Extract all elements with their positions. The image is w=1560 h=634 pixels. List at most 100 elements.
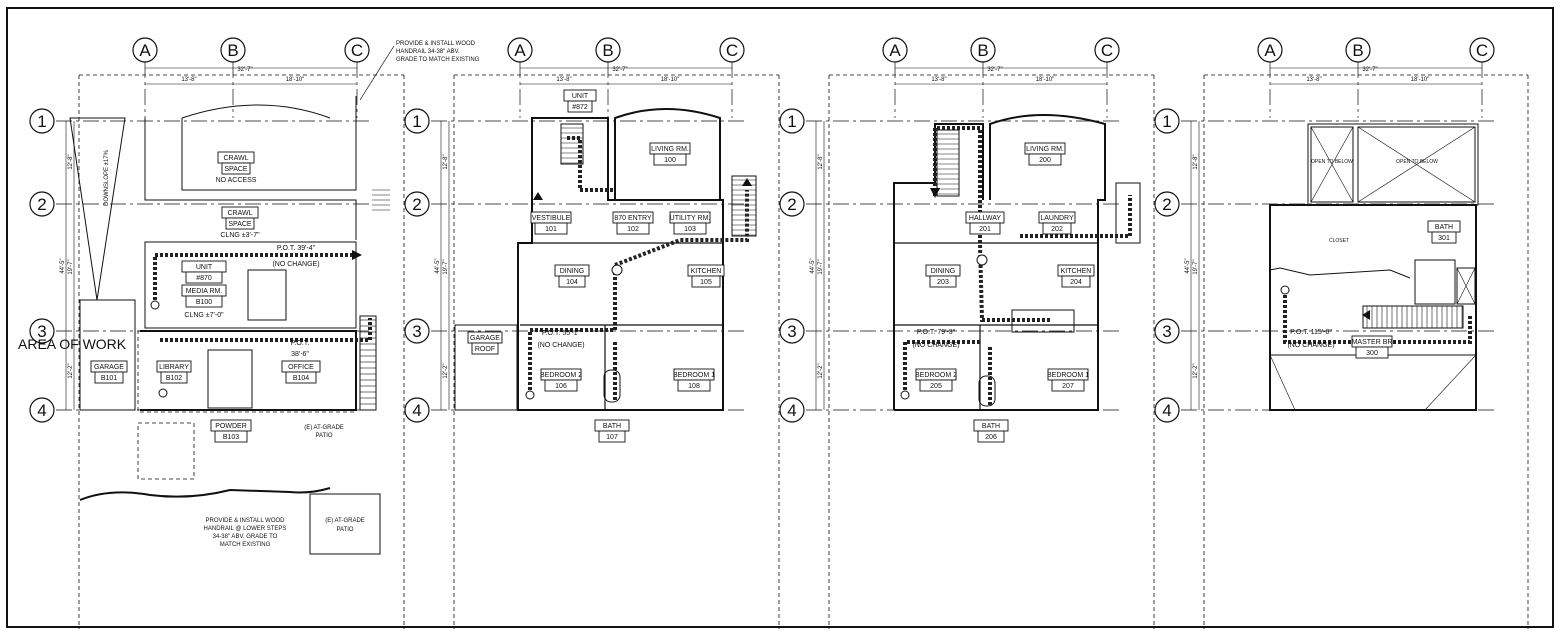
note-handrail-bottom: HANDRAIL @ LOWER STEPS — [204, 526, 287, 532]
grid-bubble-1 — [779, 108, 805, 134]
room-bedroom-207-number: 207 — [1062, 383, 1074, 390]
grid-bubble-A — [507, 37, 533, 63]
note-patio-2: PATIO — [336, 527, 353, 533]
room-bath-206-number-box — [977, 430, 1005, 443]
route-arrow — [1362, 310, 1370, 320]
note-leader — [359, 45, 395, 101]
room-bath-301-number: 301 — [1438, 235, 1450, 242]
room-unit-870-name: UNIT — [196, 264, 213, 271]
pot-basement-2-level: 38'-6" — [291, 351, 309, 358]
note-downslope: DOWNSLOPE ±17% — [104, 149, 110, 206]
room-garage-b101-number-box — [94, 371, 124, 384]
room-bedroom-106-name: BEDROOM 2 — [540, 372, 582, 379]
room-kitchen-105-number-box — [691, 275, 721, 288]
stair — [1362, 305, 1464, 329]
grid-letter-B: B — [602, 41, 613, 60]
grid-letter-B: B — [227, 41, 238, 60]
room-bedroom-207-name: BEDROOM 1 — [1047, 372, 1089, 379]
room-870-entry-number-box — [616, 222, 650, 235]
room-dining-104-name: DINING — [560, 268, 585, 275]
grade-line — [79, 487, 331, 501]
room-unit-872-number-box — [567, 100, 593, 113]
route-start — [900, 390, 910, 400]
grid-bubble-A — [882, 37, 908, 63]
grid-number-4: 4 — [412, 401, 421, 420]
bathtub — [603, 369, 621, 403]
grid-bubble-C — [344, 37, 370, 63]
room-bedroom-207-number-box — [1051, 379, 1085, 392]
room-kitchen-105-number: 105 — [700, 279, 712, 286]
dim-bay-ab: 13'-8" — [931, 77, 946, 83]
dim-overall-width: 32'-7" — [612, 67, 627, 73]
room-bedroom-106-number: 106 — [555, 383, 567, 390]
open-below-left — [1310, 126, 1354, 203]
room-bedroom-205-number: 205 — [930, 383, 942, 390]
grid-bubble-2 — [29, 191, 55, 217]
route-start — [525, 390, 535, 400]
dim-bay-ab: 13'-8" — [556, 77, 571, 83]
room-master-br-name: MASTER BR — [1352, 339, 1393, 346]
grid-number-3: 3 — [37, 322, 46, 341]
dim-overall-depth: 44'-5" — [810, 258, 816, 273]
room-laundry-number-box — [1042, 222, 1072, 235]
column — [611, 264, 623, 276]
bath-fixtures — [1414, 259, 1456, 305]
room-living-200-number: 200 — [1039, 157, 1051, 164]
grid-number-4: 4 — [1162, 401, 1171, 420]
dim-bay-12: 12'-8" — [1193, 154, 1199, 169]
grid-bubble-B — [595, 37, 621, 63]
room-master-br-number: 300 — [1366, 350, 1378, 357]
grid-number-3: 3 — [787, 322, 796, 341]
plan-3-second-floor: LIVING RM.200HALLWAY201LAUNDRY202DINING2… — [893, 114, 1141, 443]
grid-number-2: 2 — [37, 195, 46, 214]
room-utility-number-box — [673, 222, 707, 235]
garage-walls — [79, 299, 136, 411]
side-stair — [359, 315, 377, 411]
note-patio-1: (E) AT-GRADE — [304, 425, 344, 431]
room-office-number: B104 — [293, 375, 309, 382]
room-living-200-name: LIVING RM. — [1026, 146, 1064, 153]
grid-bubble-2 — [1154, 191, 1180, 217]
route-arrow — [352, 250, 362, 260]
crawl-arc — [181, 104, 331, 119]
route-start — [150, 300, 160, 310]
crawl-outline — [181, 96, 357, 191]
room-dining-104-number-box — [558, 275, 586, 288]
route-arrow — [533, 192, 543, 200]
closet-wall — [1269, 267, 1411, 279]
grid-number-1: 1 — [787, 112, 796, 131]
room-garage-roof-number-box — [471, 342, 499, 355]
dim-bay-bc: 18'-10" — [661, 77, 680, 83]
grid-letter-C: C — [1101, 41, 1113, 60]
grid-number-4: 4 — [37, 401, 46, 420]
room-media-number: B100 — [196, 299, 212, 306]
room-vestibule-number: 101 — [545, 226, 557, 233]
grid-bubble-A — [132, 37, 158, 63]
route-start — [158, 388, 168, 398]
room-bedroom-205-number-box — [919, 379, 953, 392]
room-bedroom-108-number-box — [677, 379, 711, 392]
basement-walls — [144, 118, 357, 329]
room-garage-b101-name: GARAGE — [94, 364, 124, 371]
room-bedroom-108-number: 108 — [688, 383, 700, 390]
room-dining-203-number-box — [929, 275, 957, 288]
garage-roof — [454, 324, 518, 411]
stair — [560, 123, 584, 165]
grid-letter-A: A — [1264, 41, 1276, 60]
dim-bay-12: 12'-8" — [818, 154, 824, 169]
room-unit-870-number: #870 — [196, 275, 212, 282]
room-living-100-name: LIVING RM. — [651, 146, 689, 153]
grid-letter-B: B — [1352, 41, 1363, 60]
room-powder-name: POWDER — [215, 423, 247, 430]
exterior-stair — [731, 175, 757, 237]
grid-letter-A: A — [514, 41, 526, 60]
grid-number-2: 2 — [412, 195, 421, 214]
room-bedroom-108-name: BEDROOM 1 — [673, 372, 715, 379]
route-line — [933, 126, 1050, 322]
room-living-100-number-box — [653, 153, 687, 166]
route-start — [1280, 285, 1290, 295]
